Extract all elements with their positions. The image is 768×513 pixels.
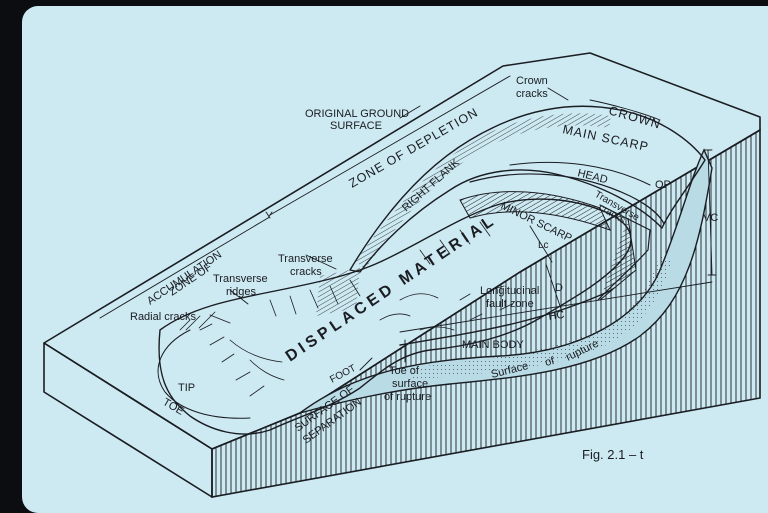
label-right-flank: RIGHT FLANK	[400, 156, 462, 214]
label-head: HEAD	[576, 167, 609, 186]
label-crown-cracks-1: Crown	[516, 75, 548, 87]
label-d: D	[555, 282, 563, 294]
label-longitudinal-fault-zone-2: fault zone	[486, 298, 534, 310]
slide: ORIGINAL GROUND SURFACE Crown cracks CRO…	[22, 6, 768, 513]
label-toe: TOE	[161, 396, 186, 418]
label-crown-cracks-2: cracks	[516, 88, 548, 100]
label-radial-cracks: Radial cracks	[130, 311, 197, 323]
label-toe-of-rupture-1: Toe of	[389, 365, 420, 377]
label-transverse-cracks-left-1: Transverse	[278, 253, 333, 265]
label-original-ground-surface-2: SURFACE	[330, 120, 382, 132]
label-tip: TIP	[178, 382, 195, 394]
block-outline	[43, 52, 761, 498]
label-crown: CROWN	[607, 103, 662, 131]
displaced-material-body	[158, 191, 632, 435]
leader-lines	[99, 75, 717, 371]
label-vc: VC	[703, 212, 718, 224]
label-op: OP	[655, 179, 671, 191]
figure-caption: Fig. 2.1 – t	[582, 447, 644, 462]
label-transverse-ridges-1: Transverse	[213, 273, 268, 285]
label-original-ground-surface-1: ORIGINAL GROUND	[305, 108, 409, 120]
label-longitudinal-fault-zone-1: Longitudinal	[480, 285, 539, 297]
label-toe-of-rupture-3: of rupture	[384, 391, 431, 403]
label-main-body: MAIN BODY	[462, 339, 524, 351]
label-surface-of-rupture-2: of	[544, 355, 557, 369]
label-toe-of-rupture-2: surface	[392, 378, 428, 390]
toe-curve	[157, 329, 251, 419]
label-lc: Lc	[538, 240, 549, 251]
label-hc: HC	[548, 309, 565, 323]
label-transverse-ridges-2: ridges	[226, 286, 256, 298]
landslide-block-diagram: ORIGINAL GROUND SURFACE Crown cracks CRO…	[43, 52, 761, 498]
label-transverse-cracks-left-2: cracks	[290, 266, 322, 278]
